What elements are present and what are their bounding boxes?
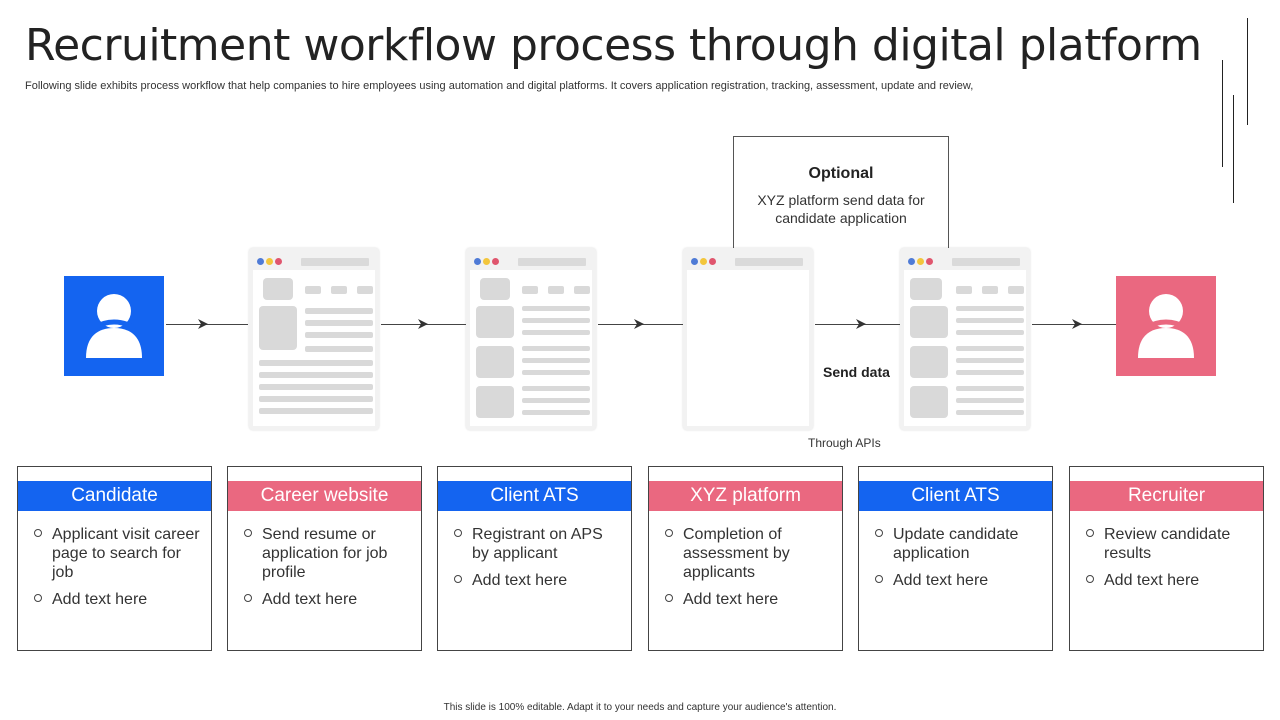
card-title: Candidate (18, 481, 211, 511)
card-xyz-platform: XYZ platform Completion of assessment by… (648, 466, 843, 651)
bullet-icon (665, 594, 673, 602)
optional-box: Optional XYZ platform send data for cand… (733, 136, 949, 249)
bullet-icon (244, 529, 252, 537)
bullet-icon (244, 594, 252, 602)
xyz-platform-screen (683, 248, 813, 430)
card-title: XYZ platform (649, 481, 842, 511)
card-bullet: Add text here (452, 571, 623, 590)
decor-line (1222, 60, 1223, 167)
card-bullet: Add text here (1084, 571, 1255, 590)
through-apis-label: Through APIs (808, 436, 881, 450)
user-icon (1116, 276, 1216, 376)
bullet-icon (34, 529, 42, 537)
card-career-website: Career website Send resume or applicatio… (227, 466, 422, 651)
candidate-avatar (64, 276, 164, 376)
card-bullet: Add text here (873, 571, 1044, 590)
bullet-icon (454, 529, 462, 537)
bullet-icon (1086, 575, 1094, 583)
optional-title: Optional (808, 165, 874, 182)
arrowhead-icon (634, 319, 644, 329)
card-client-ats-2: Client ATS Update candidate application … (858, 466, 1053, 651)
card-bullet: Send resume or application for job profi… (242, 525, 413, 582)
card-bullet: Registrant on APS by applicant (452, 525, 623, 563)
recruiter-avatar (1116, 276, 1216, 376)
card-recruiter: Recruiter Review candidate results Add t… (1069, 466, 1264, 651)
card-title: Client ATS (438, 481, 631, 511)
decor-line (1247, 18, 1248, 125)
bullet-icon (875, 529, 883, 537)
card-title: Recruiter (1070, 481, 1263, 511)
send-data-label: Send data (823, 364, 890, 380)
card-title: Career website (228, 481, 421, 511)
card-client-ats: Client ATS Registrant on APS by applican… (437, 466, 632, 651)
arrowhead-icon (1072, 319, 1082, 329)
bullet-icon (875, 575, 883, 583)
card-bullet: Update candidate application (873, 525, 1044, 563)
card-bullet: Add text here (663, 590, 834, 609)
arrowhead-icon (198, 319, 208, 329)
user-icon (64, 276, 164, 376)
career-website-screen (249, 248, 379, 430)
page-title: Recruitment workflow process through dig… (25, 20, 1202, 71)
card-bullet: Applicant visit career page to search fo… (32, 525, 203, 582)
page-subtitle: Following slide exhibits process workflo… (25, 80, 974, 92)
card-bullet: Add text here (32, 590, 203, 609)
arrowhead-icon (418, 319, 428, 329)
client-ats-screen-2 (900, 248, 1030, 430)
card-candidate: Candidate Applicant visit career page to… (17, 466, 212, 651)
card-bullet: Completion of assessment by applicants (663, 525, 834, 582)
footer-note: This slide is 100% editable. Adapt it to… (443, 702, 837, 713)
client-ats-screen (466, 248, 596, 430)
card-title: Client ATS (859, 481, 1052, 511)
flow-arrow (815, 324, 900, 325)
bullet-icon (454, 575, 462, 583)
bullet-icon (1086, 529, 1094, 537)
decor-line (1233, 95, 1234, 203)
arrowhead-icon (856, 319, 866, 329)
flow-arrow (1032, 324, 1116, 325)
bullet-icon (34, 594, 42, 602)
card-bullet: Review candidate results (1084, 525, 1255, 563)
card-bullet: Add text here (242, 590, 413, 609)
optional-text: XYZ platform send data for candidate app… (757, 192, 925, 226)
bullet-icon (665, 529, 673, 537)
